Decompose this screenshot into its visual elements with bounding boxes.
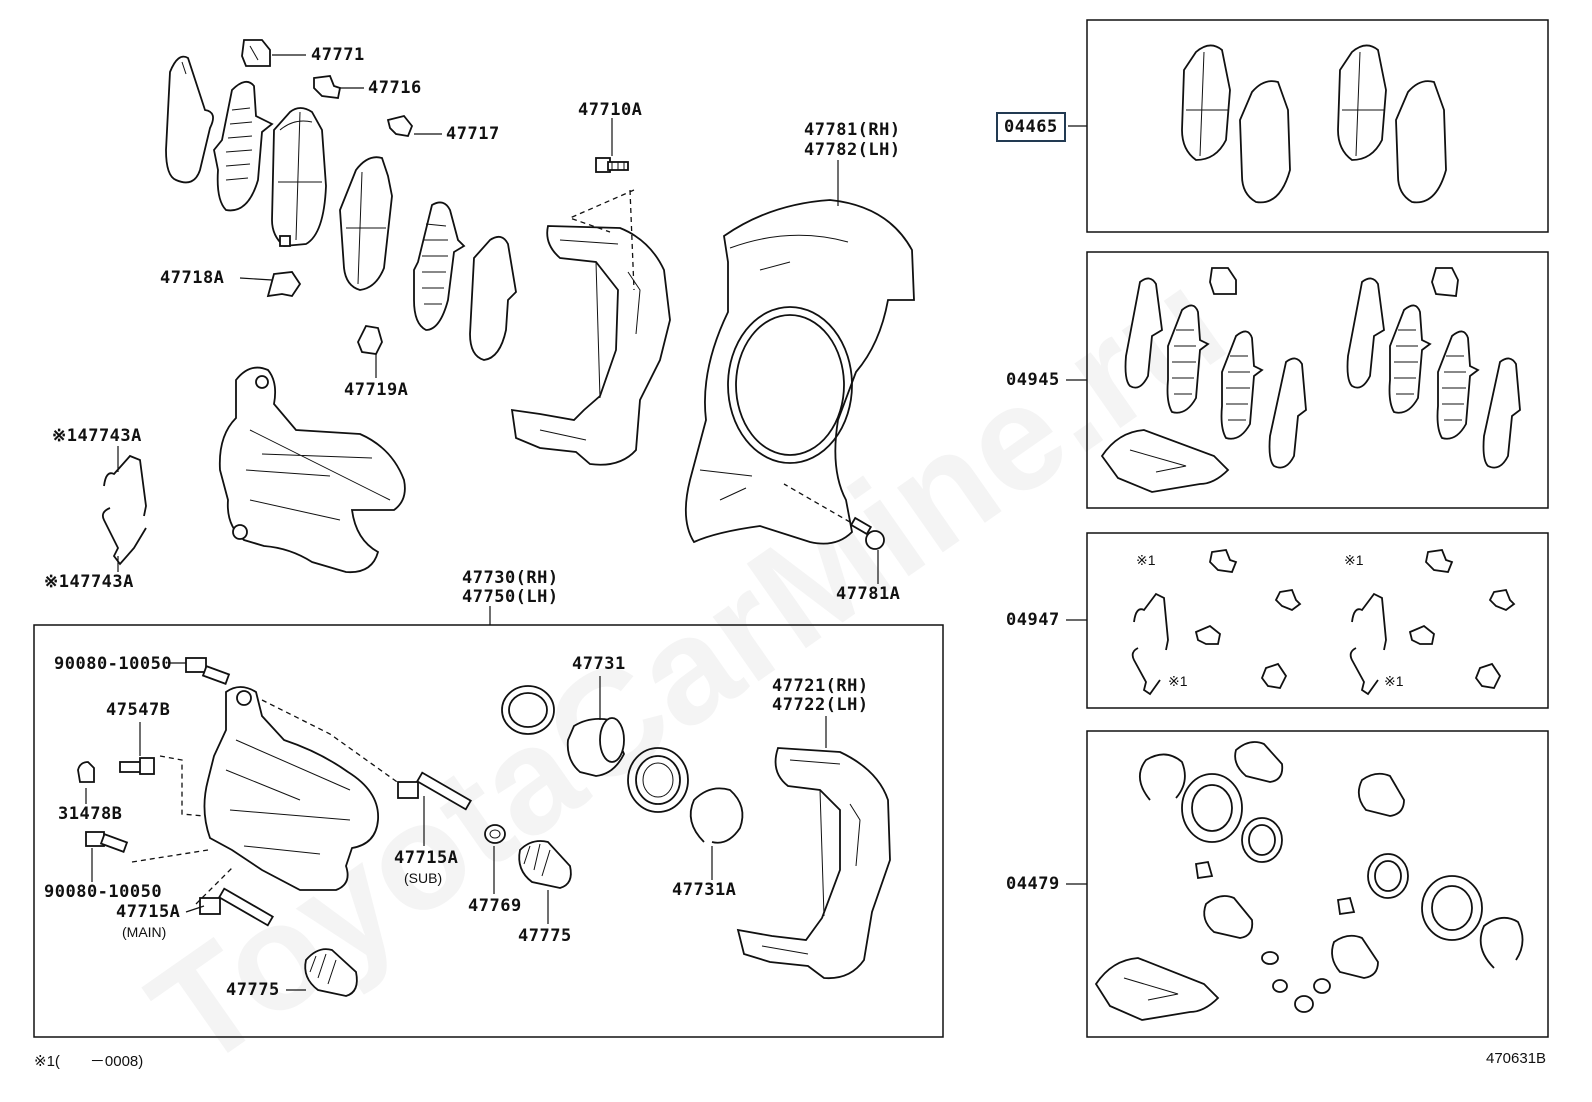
clip-47719a — [357, 325, 383, 355]
label-31478b: 31478B — [58, 804, 123, 824]
label-47775-bottom: 47775 — [226, 980, 280, 1000]
kit-code-04945[interactable]: 04945 — [1006, 370, 1060, 390]
caliper-bracket-lower — [736, 747, 891, 980]
kit-04947-mark-c: ※1 — [1344, 552, 1364, 568]
brake-pad-inner — [271, 107, 327, 247]
clip-47718a — [266, 271, 302, 298]
label-main-note: (MAIN) — [122, 924, 167, 940]
bolt-90080-bottom — [85, 831, 129, 853]
label-47719a: 47719A — [344, 380, 409, 400]
set-ring-47731a — [689, 787, 744, 844]
kit-04479-seals — [1094, 741, 1524, 1021]
label-47750-lh: 47750(LH) — [462, 587, 559, 607]
caliper-bracket-upper — [510, 225, 671, 466]
pad-shim-outer-right — [469, 235, 517, 361]
kit-04947-mark-a: ※1 — [1136, 552, 1156, 568]
disc-dust-shield — [684, 199, 915, 545]
bleeder-47547b — [119, 757, 155, 775]
anti-rattle-spring-bottom — [101, 507, 147, 566]
label-47710a: 47710A — [578, 100, 643, 120]
pad-shim-left — [213, 80, 274, 212]
figure-code: 470631B — [1486, 1050, 1547, 1067]
boot-47775-bottom — [304, 948, 358, 997]
label-47775-mid: 47775 — [518, 926, 572, 946]
piston-seal — [501, 685, 555, 735]
label-47722-lh: 47722(LH) — [772, 695, 869, 715]
label-90080-top: 90080-10050 — [54, 654, 173, 674]
label-47730-rh: 47730(RH) — [462, 568, 559, 588]
kit-04945-shims — [1100, 267, 1521, 493]
piston-boot — [627, 747, 689, 813]
kit-04947-springs — [1131, 549, 1516, 696]
label-47743a-bottom: ※147743A — [44, 572, 134, 592]
label-47731: 47731 — [572, 654, 626, 674]
label-47715a-sub: 47715A — [394, 848, 459, 868]
label-47781-rh: 47781(RH) — [804, 120, 901, 140]
clip-47717 — [386, 114, 414, 138]
kit-04947-mark-d: ※1 — [1384, 673, 1404, 689]
boot-47775-mid — [518, 840, 572, 889]
label-sub-note: (SUB) — [404, 870, 443, 886]
caliper-assembly-frame — [33, 624, 944, 1038]
kit-code-04479[interactable]: 04479 — [1006, 874, 1060, 894]
label-47547b: 47547B — [106, 700, 171, 720]
kit-04465-pads — [1181, 44, 1447, 204]
bushing-47769 — [484, 824, 506, 844]
label-47731a: 47731A — [672, 880, 737, 900]
label-47771: 47771 — [311, 45, 365, 65]
brake-pad-outer — [339, 156, 393, 291]
anti-rattle-spring-top — [103, 454, 147, 517]
bolt-47781a — [849, 516, 885, 550]
caliper-mount-upper — [218, 366, 406, 574]
cap-31478b — [77, 761, 95, 783]
kit-04465-frame — [1086, 19, 1549, 233]
label-90080-bottom: 90080-10050 — [44, 882, 163, 902]
piston-47731 — [566, 717, 625, 777]
label-47715a-main: 47715A — [116, 902, 181, 922]
label-47781a: 47781A — [836, 584, 901, 604]
anti-squeal-shim-right — [413, 201, 466, 331]
clip-47716 — [313, 75, 342, 99]
bolt-90080-top — [185, 657, 231, 685]
clip-47771 — [241, 39, 271, 67]
bolt-47710a — [595, 157, 629, 173]
label-47716: 47716 — [368, 78, 422, 98]
kit-04947-mark-b: ※1 — [1168, 673, 1188, 689]
footnote: ※1( －0008) — [34, 1053, 144, 1070]
kit-code-04465[interactable]: 04465 — [996, 112, 1066, 142]
label-47782-lh: 47782(LH) — [804, 140, 901, 160]
kit-code-04947[interactable]: 04947 — [1006, 610, 1060, 630]
slide-pin-main — [199, 887, 274, 927]
label-47769: 47769 — [468, 896, 522, 916]
label-47743a-top: ※147743A — [52, 426, 142, 446]
label-47717: 47717 — [446, 124, 500, 144]
label-47718a: 47718A — [160, 268, 225, 288]
pad-shim-outer-left — [165, 55, 214, 184]
caliper-cylinder — [203, 686, 379, 891]
label-47721-rh: 47721(RH) — [772, 676, 869, 696]
slide-pin-sub — [397, 771, 472, 811]
